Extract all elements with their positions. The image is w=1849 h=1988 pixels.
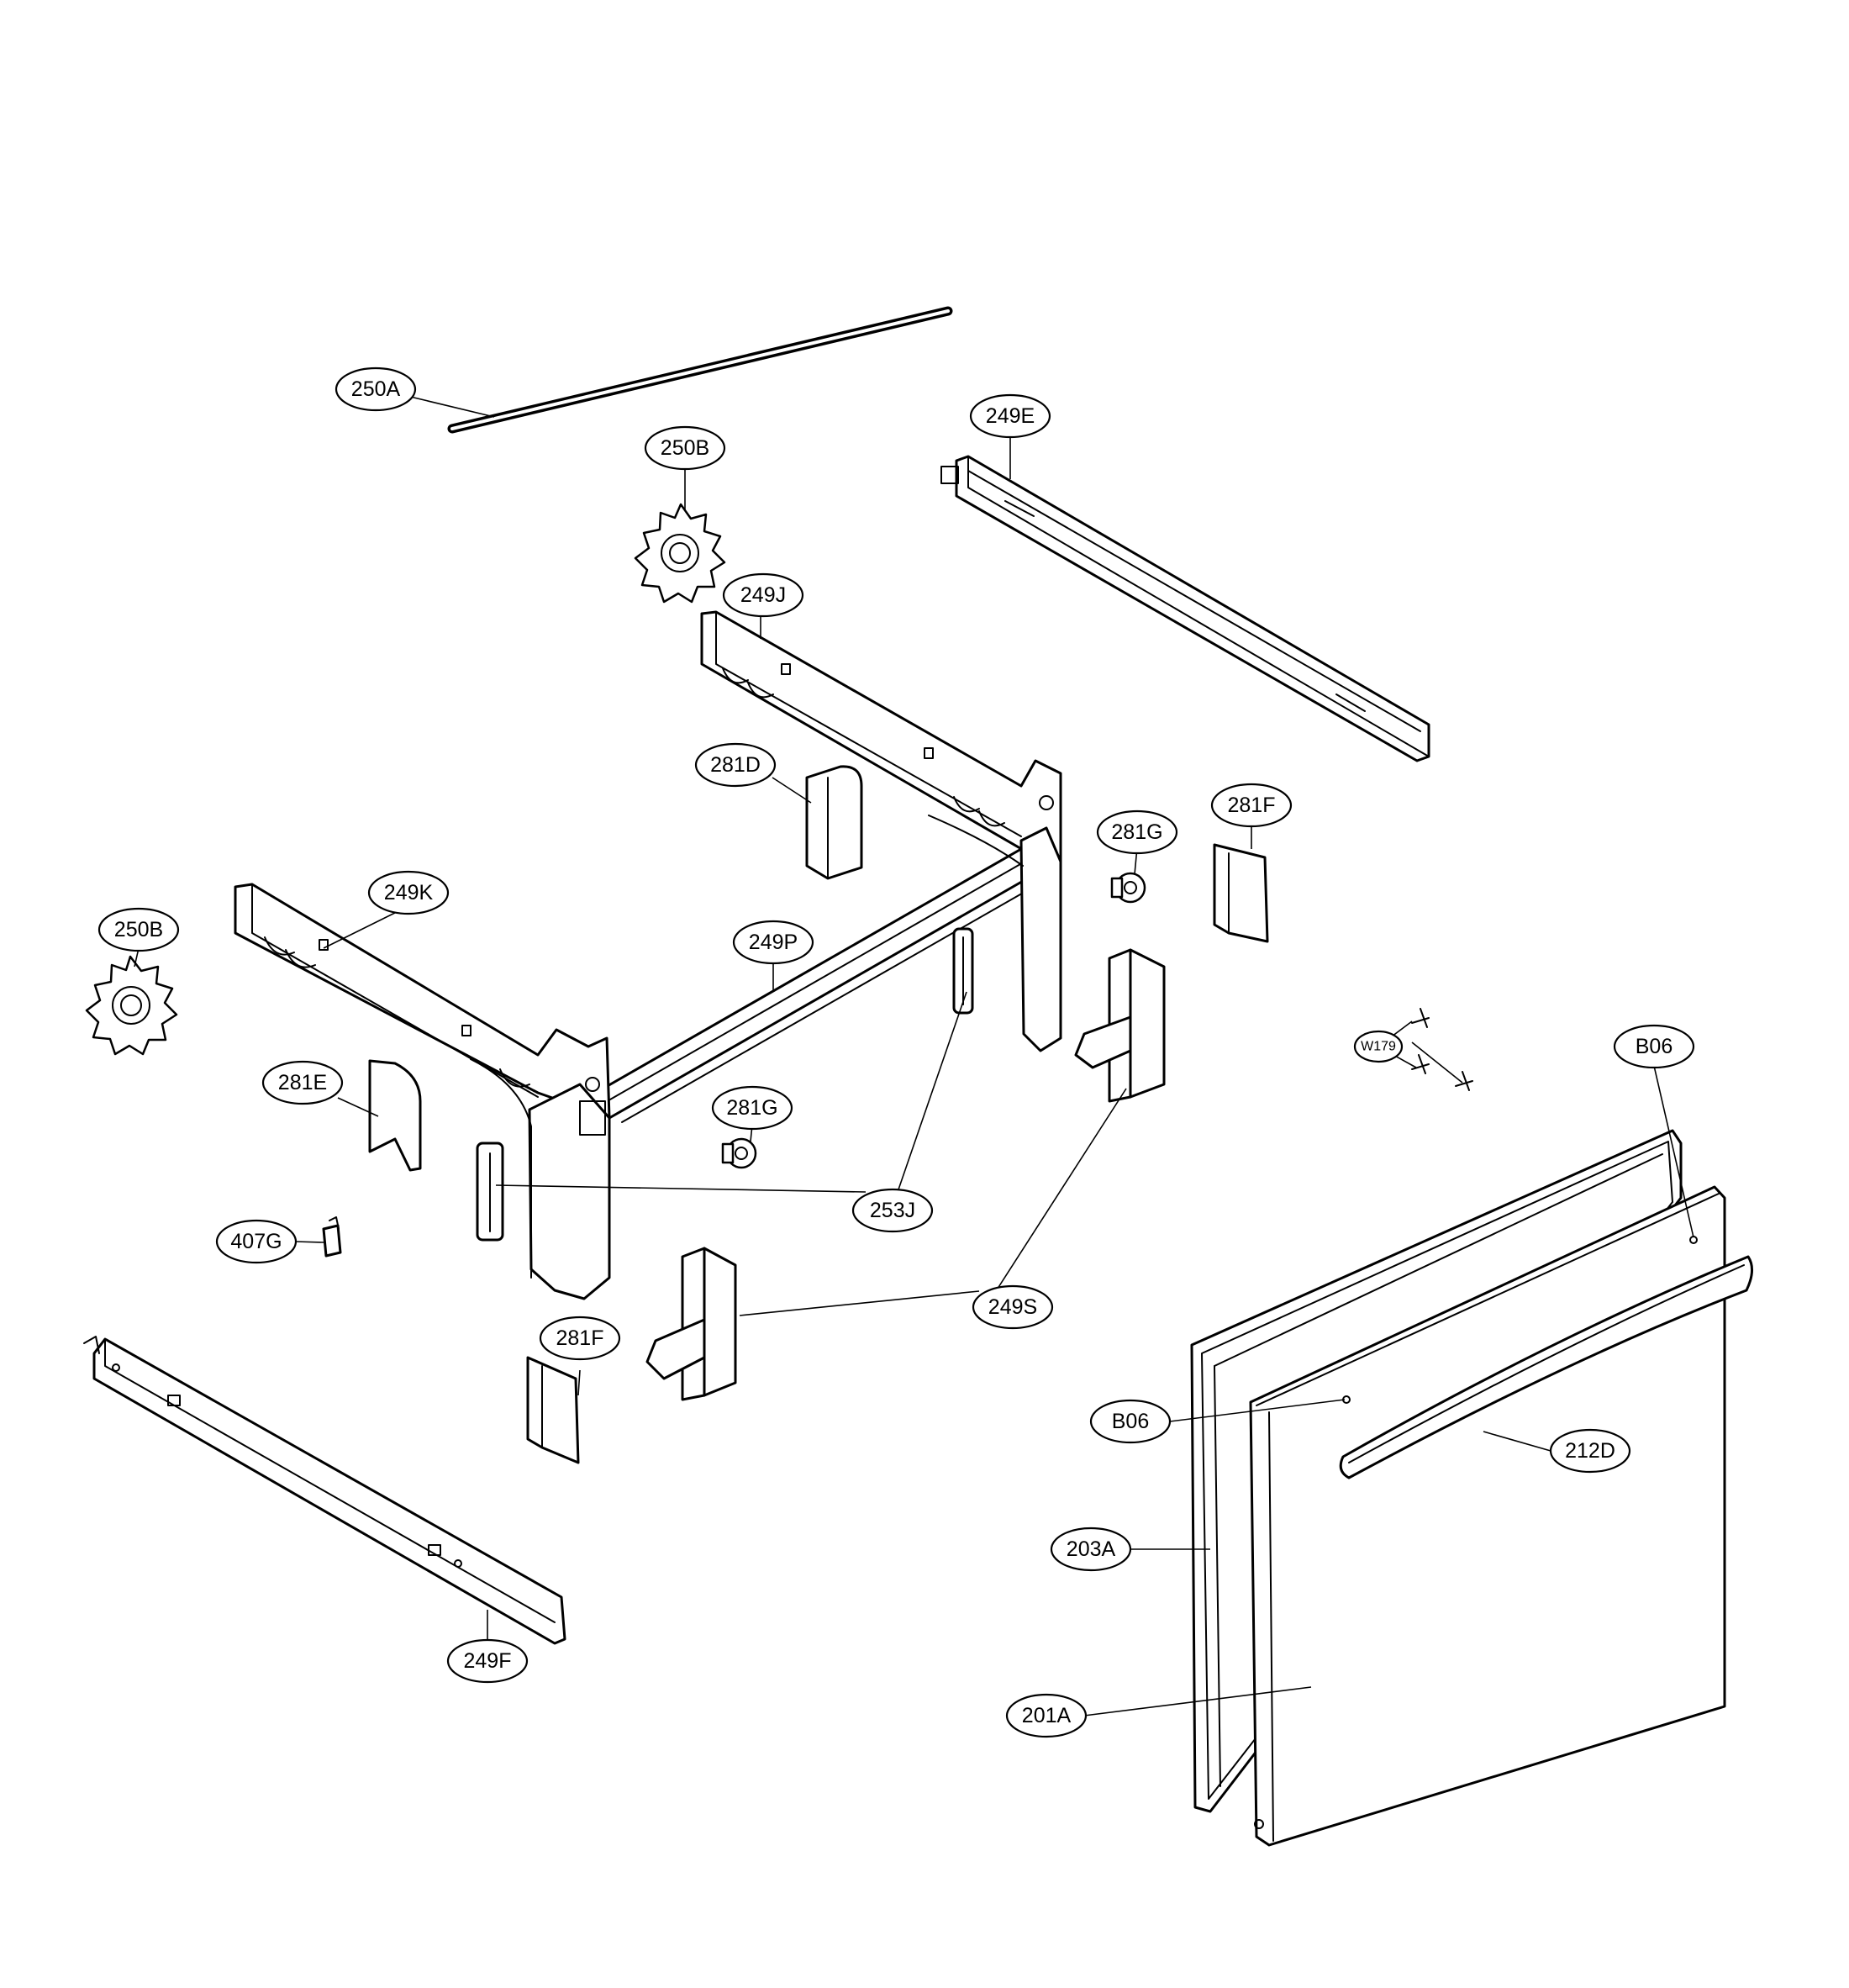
svg-text:W179: W179 [1361,1040,1396,1054]
callout-281g-top: 281G [1096,809,1178,855]
callout-201a: 201A [1005,1693,1088,1738]
callout-253j: 253J [851,1188,934,1233]
callout-281d: 281D [694,742,777,788]
part-253j-spring-upper [952,927,974,1015]
callout-281g-mid: 281G [711,1085,793,1131]
callout-250a: 250A [335,366,417,412]
callout-203a: 203A [1050,1527,1132,1572]
svg-text:281F: 281F [556,1326,604,1350]
svg-text:281E: 281E [278,1071,327,1094]
part-249p-crossbar [587,847,1044,1123]
callout-249s: 249S [972,1284,1054,1330]
svg-text:253J: 253J [870,1199,915,1222]
callout-249e: 249E [969,393,1051,439]
part-281f-pad-low [526,1356,580,1464]
part-249j-bracket [700,610,1062,867]
svg-text:250B: 250B [114,918,163,941]
part-250b-gear-left [85,955,178,1056]
svg-text:281G: 281G [726,1096,777,1120]
callout-249p: 249P [732,920,814,965]
part-249k-bracket [234,883,611,1120]
callout-249j: 249J [722,572,804,618]
svg-text:249E: 249E [986,404,1035,428]
svg-text:212D: 212D [1565,1439,1615,1463]
svg-text:203A: 203A [1067,1537,1116,1561]
part-left-frame-leg [470,1058,611,1300]
part-281g-screw-mid [721,1137,757,1169]
svg-text:B06: B06 [1112,1410,1149,1433]
callout-212d: 212D [1549,1428,1631,1474]
svg-text:407G: 407G [230,1230,282,1253]
part-407g-clip [322,1216,342,1258]
callout-249f: 249F [446,1638,529,1684]
part-250b-gear-top [634,503,726,604]
callout-281e: 281E [261,1060,344,1105]
svg-text:B06: B06 [1636,1035,1673,1058]
part-281d-pad [805,765,863,880]
part-253j-spring-lower [476,1142,504,1242]
part-249s-hinge-low [645,1247,737,1401]
svg-text:281G: 281G [1111,820,1162,844]
part-w179-screws [1411,1008,1473,1091]
svg-text:249F: 249F [464,1649,512,1673]
part-212d-handle [1339,1255,1753,1479]
part-281e-cover [368,1059,422,1172]
callout-w179: W179 [1353,1030,1404,1063]
svg-text:250A: 250A [351,377,401,401]
callout-281f-top: 281F [1210,783,1293,828]
part-249s-hinge-top [1074,948,1166,1103]
callout-250b-left: 250B [97,907,180,952]
part-250a-rod [447,306,953,434]
svg-text:281F: 281F [1228,794,1276,817]
callout-281f-low: 281F [539,1316,621,1361]
svg-text:201A: 201A [1022,1704,1072,1727]
callout-b06-top: B06 [1613,1024,1695,1069]
svg-text:249S: 249S [988,1295,1037,1319]
callout-407g: 407G [215,1219,298,1264]
part-281f-pad-top [1213,843,1269,943]
part-249e-rail [940,455,1430,762]
part-upper-frame-leg [928,815,1062,1052]
svg-text:249J: 249J [740,583,786,607]
part-249f-rail [83,1336,566,1645]
part-281g-screw-top [1110,872,1146,904]
svg-text:250B: 250B [661,436,709,460]
callout-b06-mid: B06 [1089,1399,1172,1444]
callout-249k: 249K [367,870,450,915]
part-201a-outer-door [1249,1185,1726,1847]
svg-text:249K: 249K [384,881,434,904]
svg-text:249P: 249P [749,931,798,954]
svg-text:281D: 281D [710,753,761,777]
callout-250b-top: 250B [644,425,726,471]
